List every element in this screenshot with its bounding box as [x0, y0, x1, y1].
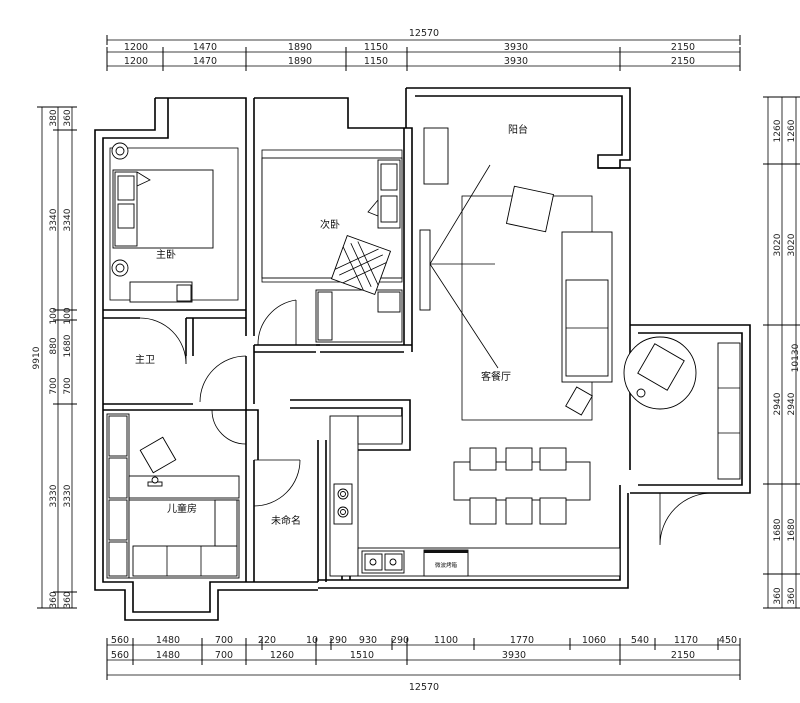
door-arcs [199, 299, 301, 507]
room-label-unnamed: 未命名 [271, 514, 301, 527]
top-dim-row2-6: 2150 [671, 56, 695, 67]
bottom-dim-2: 1480 [156, 635, 180, 646]
right-bay [623, 336, 741, 546]
left-dim-4: 880 [49, 337, 59, 354]
bottom-dim-13: 1170 [674, 635, 698, 646]
left-dim-5: 700 [49, 377, 59, 394]
bottom-dim-11: 1060 [582, 635, 606, 646]
bottom-total-dimension: 12570 [409, 682, 439, 693]
left-inner-dim-5: 700 [63, 377, 73, 394]
bottom-dim-row2-4: 1260 [270, 650, 294, 661]
top-dim-1: 1200 [124, 42, 148, 53]
inner-walls [103, 128, 413, 582]
study-desk [128, 475, 240, 499]
room-label-master-bedroom: 主卧 [156, 248, 176, 261]
bottom-dim-row2-7: 2150 [671, 650, 695, 661]
right-dim-2: 3020 [773, 233, 783, 256]
chair-icon [139, 436, 177, 474]
wardrobe [129, 281, 193, 303]
room-label-living-dining: 客餐厅 [481, 370, 511, 383]
unnamed-room: 未命名 [271, 514, 301, 527]
kitchen: 微波烤箱 [329, 415, 621, 577]
right-dim-5: 360 [773, 587, 783, 604]
bottom-dim-9: 1100 [434, 635, 458, 646]
bottom-dim-3: 700 [215, 635, 233, 646]
top-dim-row2-5: 3930 [504, 56, 528, 67]
master-bedroom: 主卧 [109, 142, 239, 303]
bottom-dim-row2-2: 1480 [156, 650, 180, 661]
kids-room: 儿童房 [106, 413, 240, 579]
bay-bench [717, 342, 741, 480]
dining-area [453, 447, 591, 525]
right-inner-dim-1: 1260 [787, 119, 797, 142]
top-dim-row2-1: 1200 [124, 56, 148, 67]
left-dim-7: 360 [49, 591, 59, 608]
left-dim-3: 100 [49, 307, 59, 324]
bottom-dim-1: 560 [111, 635, 129, 646]
appliance-label: 微波烤箱 [435, 561, 458, 569]
left-dim-6: 3330 [49, 484, 59, 507]
room-label-master-bath: 主卫 [135, 354, 155, 366]
outer-walls [94, 87, 751, 621]
top-dim-3: 1890 [288, 42, 312, 53]
microwave-oven [423, 549, 469, 577]
armchair [505, 185, 555, 233]
right-inner-dim-2: 3020 [787, 233, 797, 256]
left-dim-2: 3340 [49, 208, 59, 231]
bottom-dim-12: 540 [631, 635, 649, 646]
left-dim-1: 380 [49, 109, 59, 126]
bottom-dim-6: 290 [329, 635, 347, 646]
right-inner-dim-4: 1680 [787, 518, 797, 541]
bottom-dimensions: 560 1480 700 220 10 290 930 290 1100 177… [106, 635, 741, 693]
armchair [637, 343, 685, 391]
living-area: 阳台 客餐厅 [419, 123, 613, 421]
left-inner-dim-3: 100 [63, 307, 73, 324]
top-dim-6: 2150 [671, 42, 695, 53]
top-dimensions: 12570 1200 1470 1890 1150 3930 2150 1200… [106, 28, 741, 71]
top-dim-row2-2: 1470 [193, 56, 217, 67]
bottom-dim-row2-3: 700 [215, 650, 233, 661]
right-dim-1: 1260 [773, 119, 783, 142]
bottom-dim-8: 290 [391, 635, 409, 646]
bottom-dim-4: 220 [258, 635, 276, 646]
bottom-dim-14: 450 [719, 635, 737, 646]
top-total-dimension: 12570 [409, 28, 439, 39]
left-inner-dim-4: 1680 [63, 334, 73, 357]
room-label-kids-room: 儿童房 [167, 502, 197, 515]
second-bedroom: 次卧 [261, 149, 403, 343]
left-inner-dim-2: 3340 [63, 208, 73, 231]
left-total-dimension: 9910 [32, 346, 42, 369]
bottom-dim-7: 930 [359, 635, 377, 646]
right-total-dimension: 10130 [791, 343, 800, 372]
top-dim-4: 1150 [364, 42, 388, 53]
right-dimensions: 1260 3020 2940 1680 360 1260 3020 2940 1… [763, 96, 800, 609]
right-dim-3: 2940 [773, 392, 783, 415]
top-dim-row2-4: 1150 [364, 56, 388, 67]
right-inner-dim-3: 2940 [787, 392, 797, 415]
left-dimensions: 9910 380 3340 100 880 700 3330 360 360 3… [32, 106, 77, 609]
bottom-dim-row2-5: 1510 [350, 650, 374, 661]
left-inner-dim-7: 360 [63, 591, 73, 608]
top-dim-5: 3930 [504, 42, 528, 53]
right-dim-4: 1680 [773, 518, 783, 541]
bottom-dim-10: 1770 [510, 635, 534, 646]
bottom-dim-5: 10 [306, 635, 318, 646]
room-label-balcony: 阳台 [508, 123, 528, 136]
top-dim-2: 1470 [193, 42, 217, 53]
top-dim-row2-3: 1890 [288, 56, 312, 67]
bottom-dim-row2-1: 560 [111, 650, 129, 661]
left-inner-dim-1: 360 [63, 109, 73, 126]
right-inner-dim-5: 360 [787, 587, 797, 604]
master-bath: 主卫 [135, 317, 187, 366]
bottom-dim-row2-6: 3930 [502, 650, 526, 661]
cabinet [423, 127, 449, 185]
left-inner-dim-6: 3330 [63, 484, 73, 507]
room-label-second-bedroom: 次卧 [320, 218, 340, 231]
